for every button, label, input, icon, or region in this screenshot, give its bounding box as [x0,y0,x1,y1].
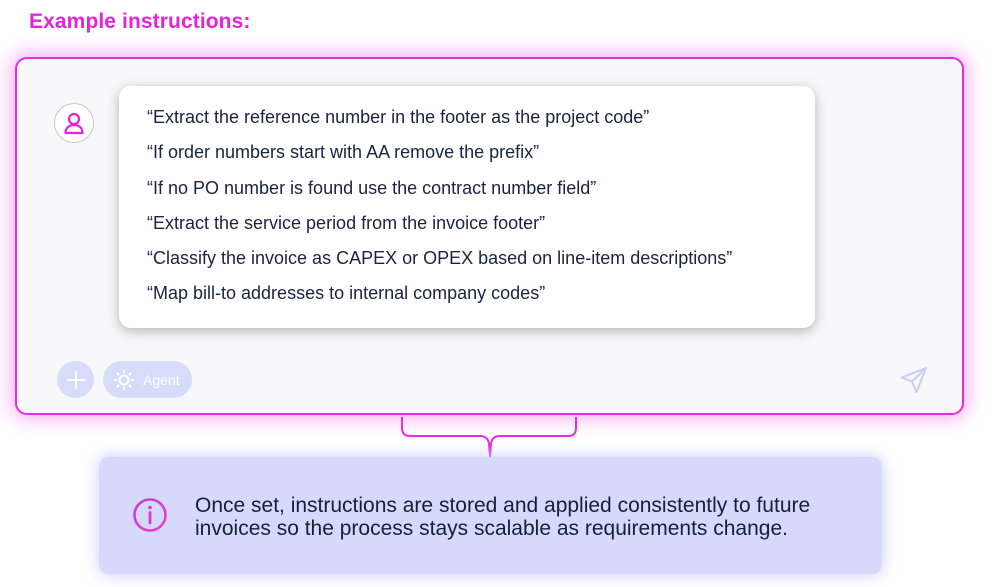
info-callout: Once set, instructions are stored and ap… [99,457,882,574]
send-button[interactable] [897,363,931,397]
connector-bracket [401,417,577,458]
agent-button[interactable]: Agent [103,361,192,398]
instruction-item: “Extract the reference number in the foo… [147,107,650,127]
instruction-item: “Map bill-to addresses to internal compa… [147,283,546,304]
instruction-item: “If no PO number is found use the contra… [147,177,597,198]
instruction-item: “Extract the service period from the inv… [147,212,546,233]
instruction-item: “Classify the invoice as CAPEX or OPEX b… [147,248,733,269]
user-avatar [54,103,94,143]
info-text: Once set, instructions are stored and ap… [195,494,811,540]
chat-window: “Extract the reference number in the foo… [15,57,964,415]
send-icon [901,367,927,393]
instruction-list: “Extract the reference number in the foo… [119,86,815,317]
section-heading: Example instructions: [29,10,251,33]
plus-icon [66,370,85,389]
instruction-item: “If order numbers start with AA remove t… [147,142,540,163]
agent-label: Agent [143,371,180,388]
user-icon [64,112,84,135]
info-icon [133,498,167,532]
sun-icon [113,369,135,390]
instructions-message: “Extract the reference number in the foo… [119,86,815,328]
add-button[interactable] [57,361,94,398]
